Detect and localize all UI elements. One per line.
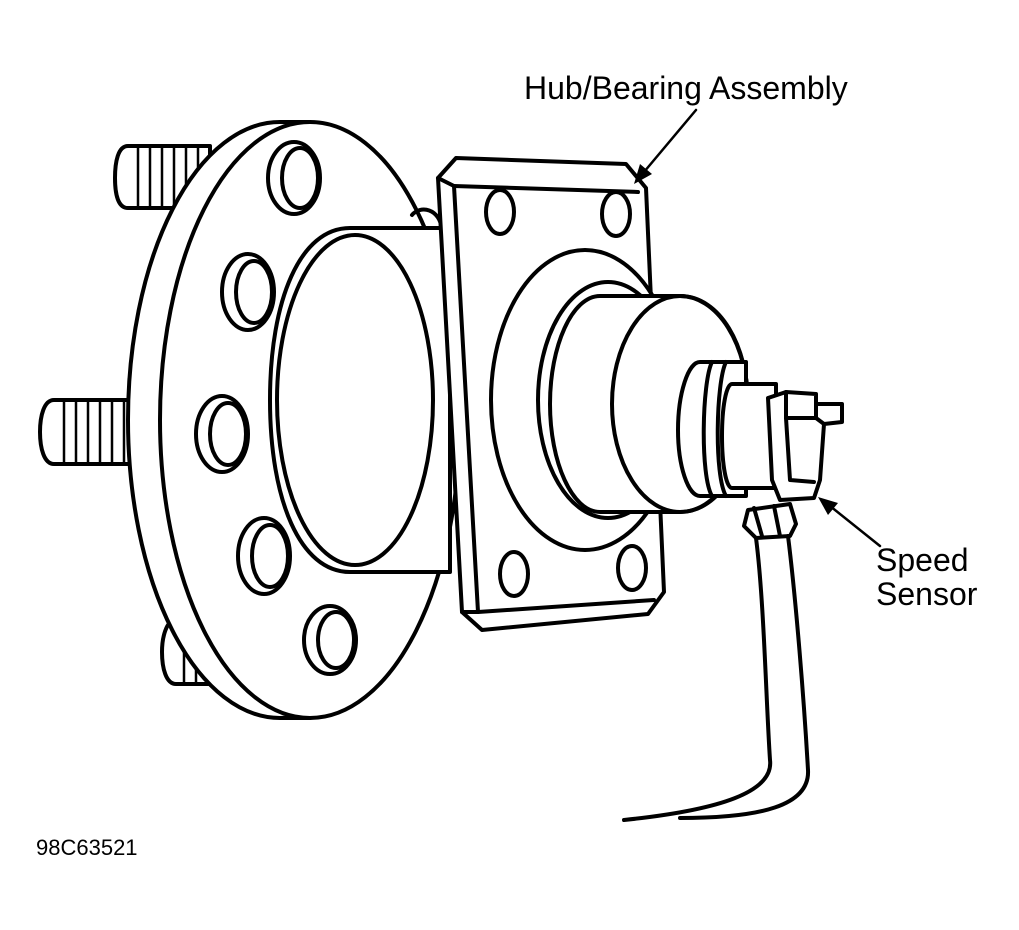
speed-sensor-cable [622, 534, 811, 822]
speed-sensor [742, 390, 844, 540]
speed-sensor-label-line2: Sensor [876, 576, 978, 612]
lug-holes [194, 140, 358, 676]
hub-bearing-assembly-label: Hub/Bearing Assembly [524, 70, 848, 106]
figure-code: 98C63521 [36, 835, 138, 860]
pilot-hub [268, 207, 452, 574]
hub-assembly-leader-arrow [634, 108, 698, 184]
speed-sensor-label-line1: Speed [876, 542, 969, 578]
speed-sensor-leader-arrow [818, 497, 882, 548]
wheel-stud-left [38, 398, 142, 466]
sensor-collar [676, 360, 778, 498]
